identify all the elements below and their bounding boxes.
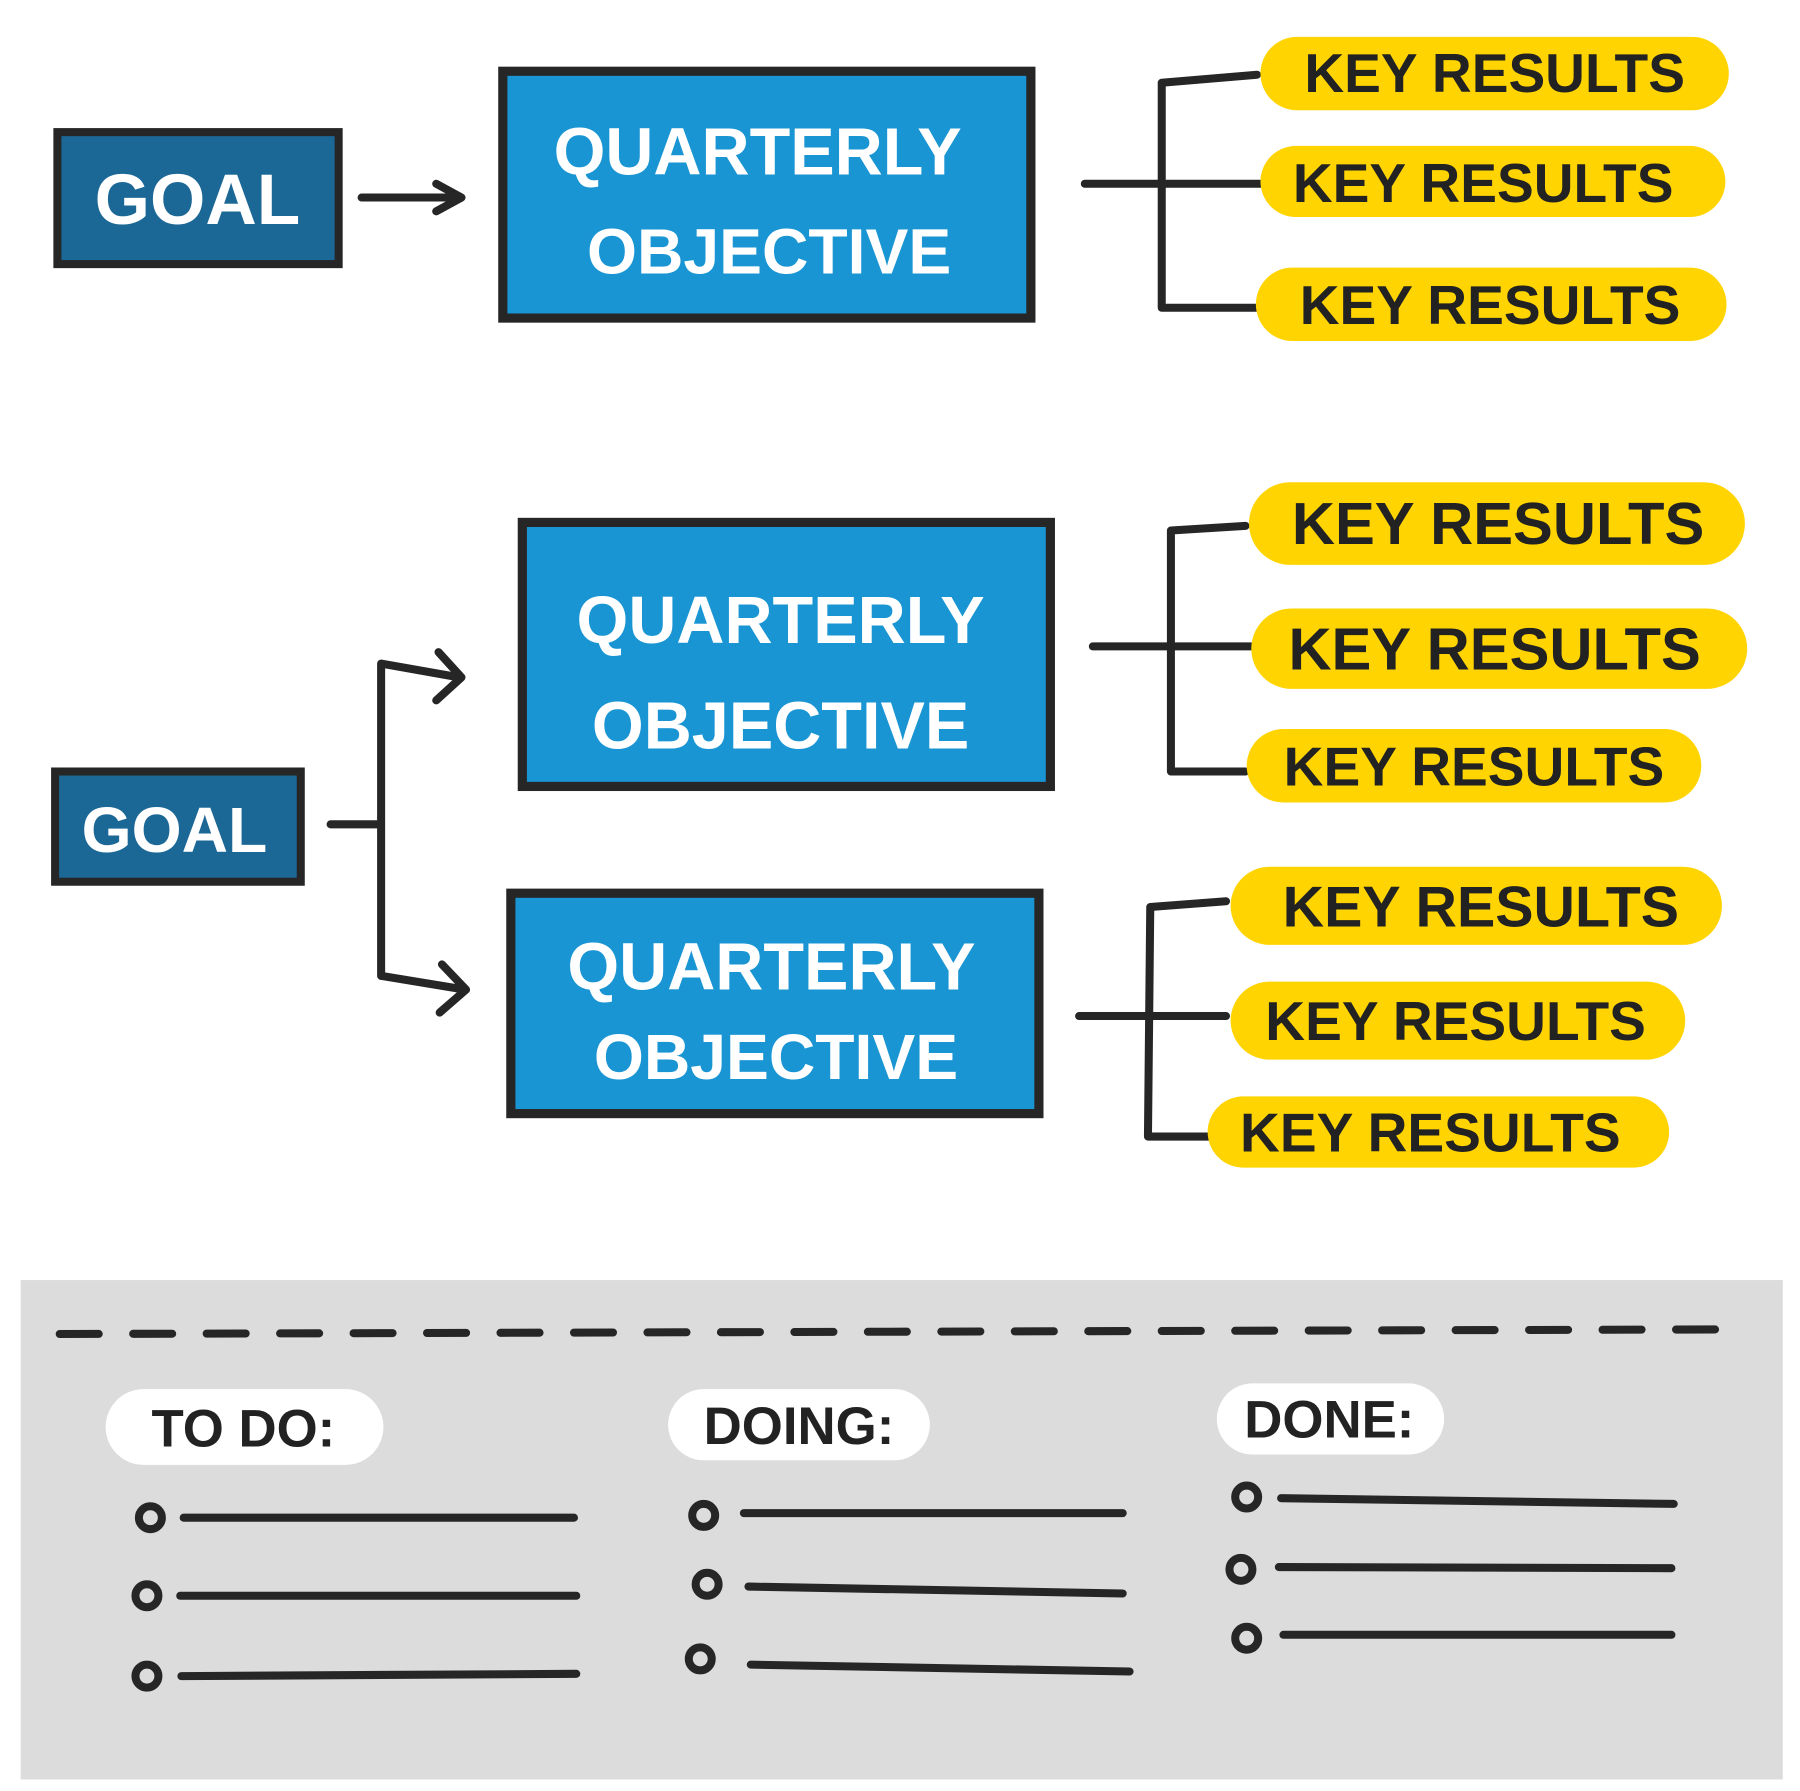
bullet-icon xyxy=(131,1660,163,1692)
task-line xyxy=(1274,1563,1676,1573)
key-result: KEY RESULTS xyxy=(1300,274,1681,336)
bullet-icon xyxy=(1231,1481,1263,1513)
key-result: KEY RESULTS xyxy=(1240,1101,1621,1163)
key-result: KEY RESULTS xyxy=(1304,42,1685,104)
objective-label-line2: OBJECTIVE xyxy=(592,690,969,764)
objective-label-line1: QUARTERLY xyxy=(567,931,975,1005)
objective-label-line1: QUARTERLY xyxy=(554,116,962,190)
key-result: KEY RESULTS xyxy=(1288,615,1700,682)
task-line xyxy=(177,1669,581,1681)
column-title: DONE: xyxy=(1244,1390,1414,1449)
bullet-icon xyxy=(134,1502,166,1534)
goal-box xyxy=(53,128,343,269)
objective-box xyxy=(498,66,1036,323)
key-results: KEY RESULTS KEY RESULTS KEY RESULTS xyxy=(1246,482,1748,803)
key-result: KEY RESULTS xyxy=(1265,990,1646,1052)
column-title: DOING: xyxy=(704,1397,895,1456)
arrow xyxy=(357,179,466,216)
bullet-icon xyxy=(131,1580,163,1612)
column-doing: DOING: xyxy=(668,1389,1134,1676)
bracket xyxy=(1088,521,1256,776)
key-results: KEY RESULTS KEY RESULTS KEY RESULTS xyxy=(1207,866,1722,1168)
bullet-icon xyxy=(688,1499,720,1531)
diagram-1: GOAL QUARTERLY OBJECTIVE KEY RESULTS KEY… xyxy=(53,36,1729,342)
objective-label-line2: OBJECTIVE xyxy=(594,1021,958,1093)
kanban-board: TO DO: DOING: DONE: xyxy=(20,1280,1783,1780)
goal-label: GOAL xyxy=(95,161,301,240)
key-results: KEY RESULTS KEY RESULTS KEY RESULTS xyxy=(1255,36,1729,342)
diagram-2: GOAL QUARTERLY OBJECTIVE KEY RESULTS KEY… xyxy=(51,482,1748,1168)
task-line xyxy=(1277,1494,1678,1508)
key-result: KEY RESULTS xyxy=(1292,490,1704,557)
objective-label-line2: OBJECTIVE xyxy=(587,215,951,287)
column-title: TO DO: xyxy=(151,1400,335,1459)
branch-arrows xyxy=(326,648,471,1017)
objective-label-line1: QUARTERLY xyxy=(577,584,985,658)
column-done: DONE: xyxy=(1216,1383,1678,1654)
objective-box xyxy=(517,517,1055,792)
key-result: KEY RESULTS xyxy=(1283,875,1679,939)
board-panel xyxy=(20,1280,1783,1780)
key-result: KEY RESULTS xyxy=(1293,152,1674,214)
bracket xyxy=(1080,70,1267,312)
dashed-divider xyxy=(55,1325,1726,1339)
objective-box xyxy=(506,888,1044,1119)
column-todo: TO DO: xyxy=(105,1389,581,1692)
goal-label: GOAL xyxy=(82,794,268,866)
bullet-icon xyxy=(1231,1622,1263,1654)
goal-box xyxy=(51,767,305,886)
task-line xyxy=(744,1582,1127,1598)
bullet-icon xyxy=(691,1568,723,1600)
bullet-icon xyxy=(684,1643,716,1675)
task-line xyxy=(746,1660,1134,1676)
bullet-icon xyxy=(1225,1553,1257,1585)
key-result: KEY RESULTS xyxy=(1284,735,1665,797)
bracket xyxy=(1075,897,1231,1141)
